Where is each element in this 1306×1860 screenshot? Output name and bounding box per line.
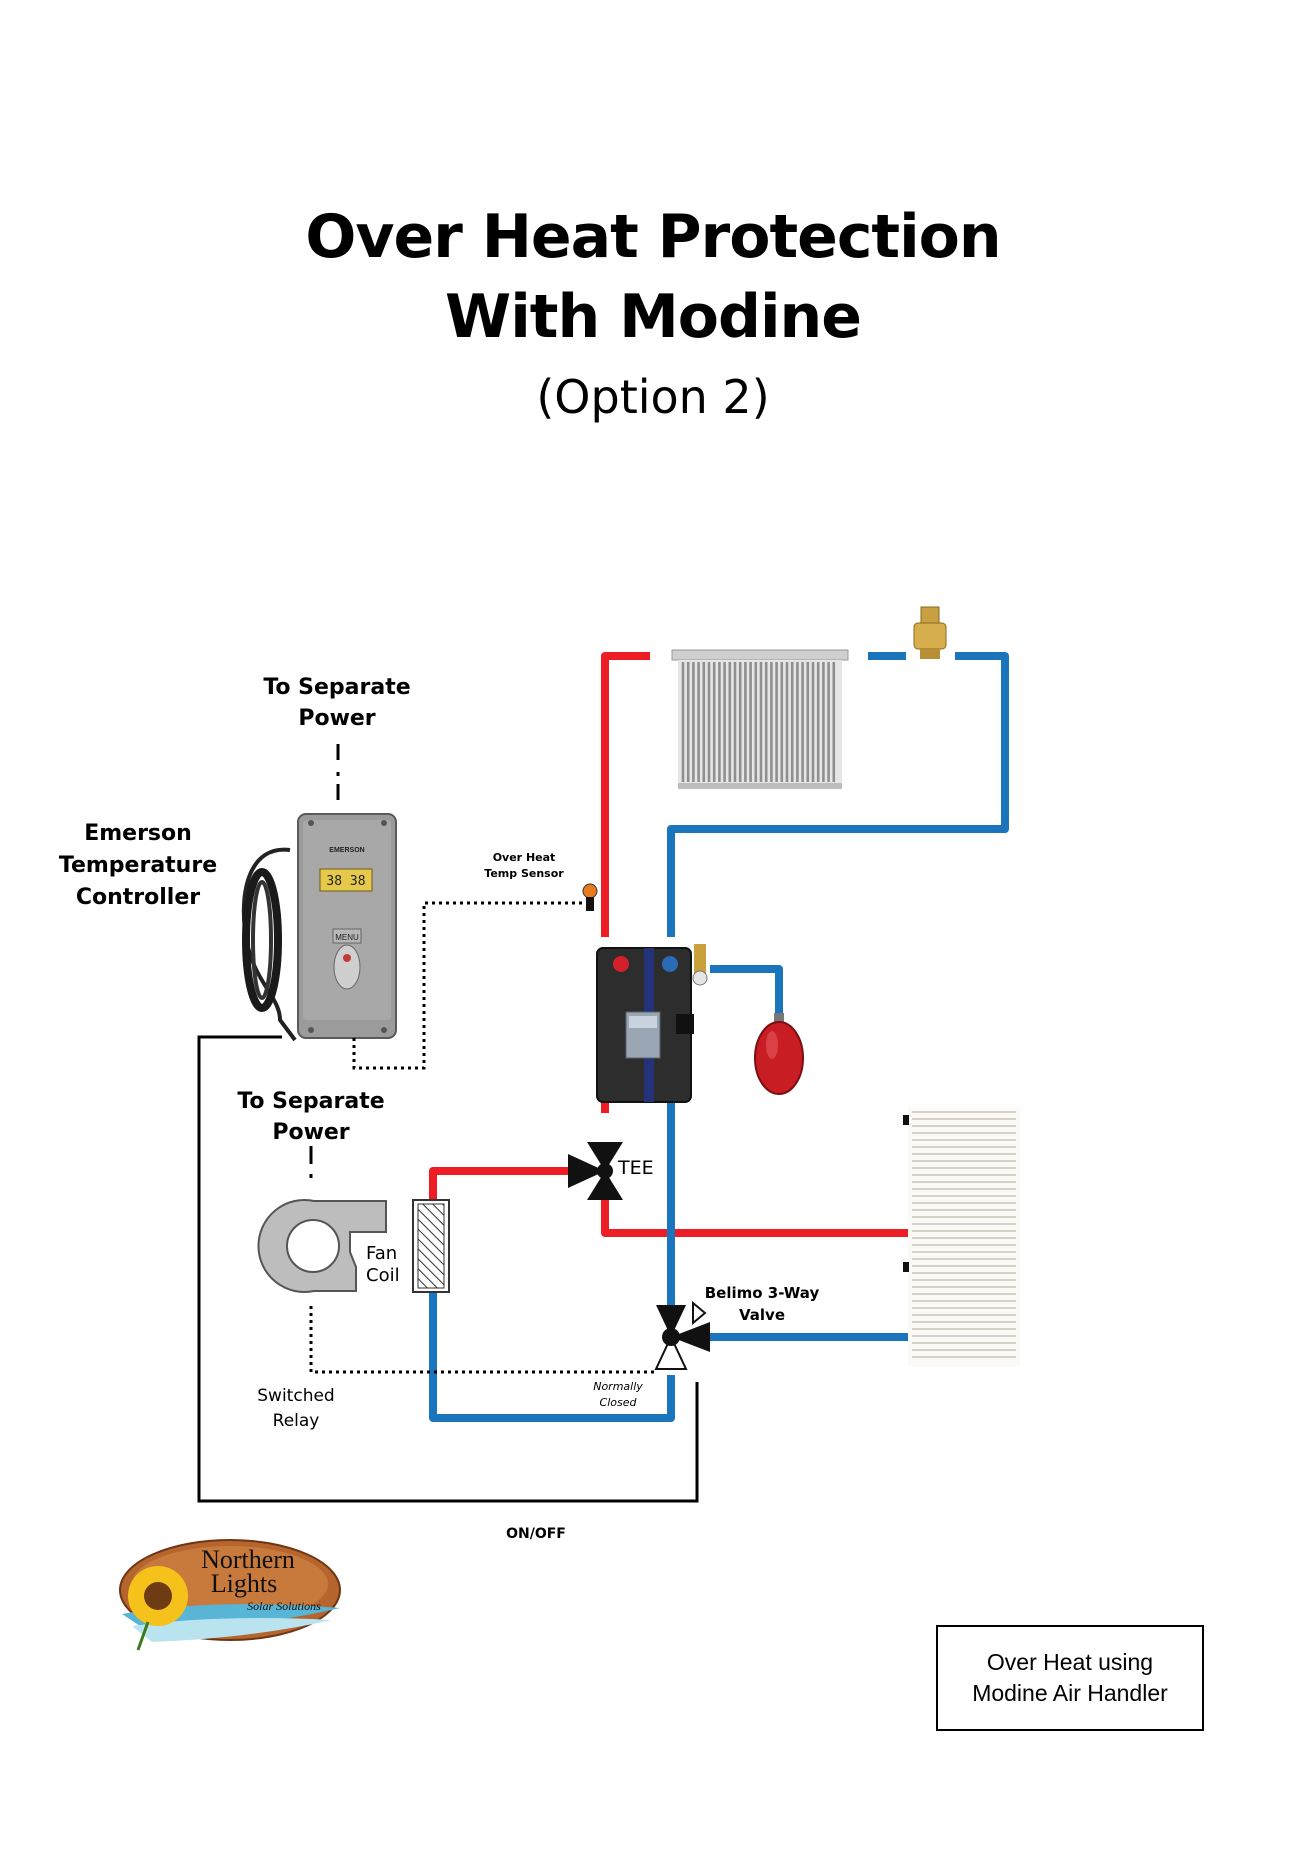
controller-label-line-3: Controller: [75, 885, 201, 910]
normally-closed-label: Normally Closed: [584, 1379, 652, 1411]
fan-coil-label: Fan Coil: [366, 1243, 412, 1287]
northern-lights-logo: Northern Lights Solar Solutions: [112, 1534, 344, 1654]
valve-label-line-2: Valve: [738, 1306, 785, 1324]
on-off-label: ON/OFF: [506, 1526, 566, 1542]
coil-element: [412, 1199, 450, 1293]
separate-power-bottom-line-1: To Separate: [237, 1089, 385, 1114]
separate-power-label-top: To Separate Power: [252, 672, 422, 734]
separate-power-bottom-line-2: Power: [272, 1120, 350, 1145]
tee-fitting: [568, 1142, 623, 1200]
switched-relay-line-2: Relay: [272, 1411, 320, 1431]
relay-wire: [309, 1306, 656, 1374]
caption-line-1: Over Heat using: [986, 1649, 1154, 1675]
fan-coil-label-line-2: Coil: [366, 1265, 400, 1286]
caption-box: Over Heat using Modine Air Handler: [936, 1625, 1204, 1731]
logo-line-3: Solar Solutions: [247, 1599, 321, 1613]
relief-valve: [692, 944, 708, 986]
switched-relay-label: Switched Relay: [246, 1384, 346, 1434]
switched-relay-line-1: Switched: [257, 1386, 335, 1406]
sensor-label: Over Heat Temp Sensor: [478, 850, 570, 882]
fan-coil: [257, 1199, 387, 1293]
sensor-wire: [352, 901, 584, 1070]
valve-label: Belimo 3-Way Valve: [700, 1282, 824, 1326]
sensor-label-line-1: Over Heat: [492, 851, 556, 864]
air-vent: [913, 606, 947, 659]
expansion-tank: [754, 1013, 804, 1095]
controller-label-line-2: Temperature: [58, 853, 218, 878]
sunflower-icon: [128, 1566, 188, 1651]
emerson-controller: [241, 813, 397, 1042]
sensor-label-line-2: Temp Sensor: [484, 867, 564, 880]
pump-station: [596, 947, 694, 1103]
on-off-wire: [197, 1035, 699, 1503]
separate-power-top-line-1: To Separate: [263, 675, 411, 700]
logo-line-1: Northern: [201, 1545, 295, 1574]
separate-power-top-line-2: Power: [298, 706, 376, 731]
controller-display: 38 38: [326, 874, 365, 889]
title-line-2: With Modine: [445, 282, 862, 352]
controller-menu: MENU: [335, 933, 359, 942]
tee-label: TEE: [618, 1157, 654, 1179]
fan-coil-label-line-1: Fan: [366, 1243, 398, 1264]
caption-line-2: Modine Air Handler: [972, 1680, 1168, 1706]
solar-collector: [671, 649, 849, 789]
separate-power-label-bottom: To Separate Power: [226, 1086, 396, 1148]
over-heat-sensor: [582, 883, 598, 911]
normally-closed-line-1: Normally: [593, 1380, 643, 1393]
controller-label: Emerson Temperature Controller: [46, 818, 230, 914]
controller-brand: EMERSON: [329, 847, 364, 854]
belimo-valve: [654, 1300, 710, 1370]
title-line-3: (Option 2): [536, 370, 770, 424]
title-line-1: Over Heat Protection: [305, 202, 1001, 272]
valve-label-line-1: Belimo 3-Way: [704, 1284, 820, 1302]
controller-label-line-1: Emerson: [84, 821, 192, 846]
normally-closed-line-2: Closed: [599, 1396, 637, 1409]
modine-air-handler: [903, 1107, 1020, 1367]
logo-line-2: Lights: [211, 1569, 277, 1598]
